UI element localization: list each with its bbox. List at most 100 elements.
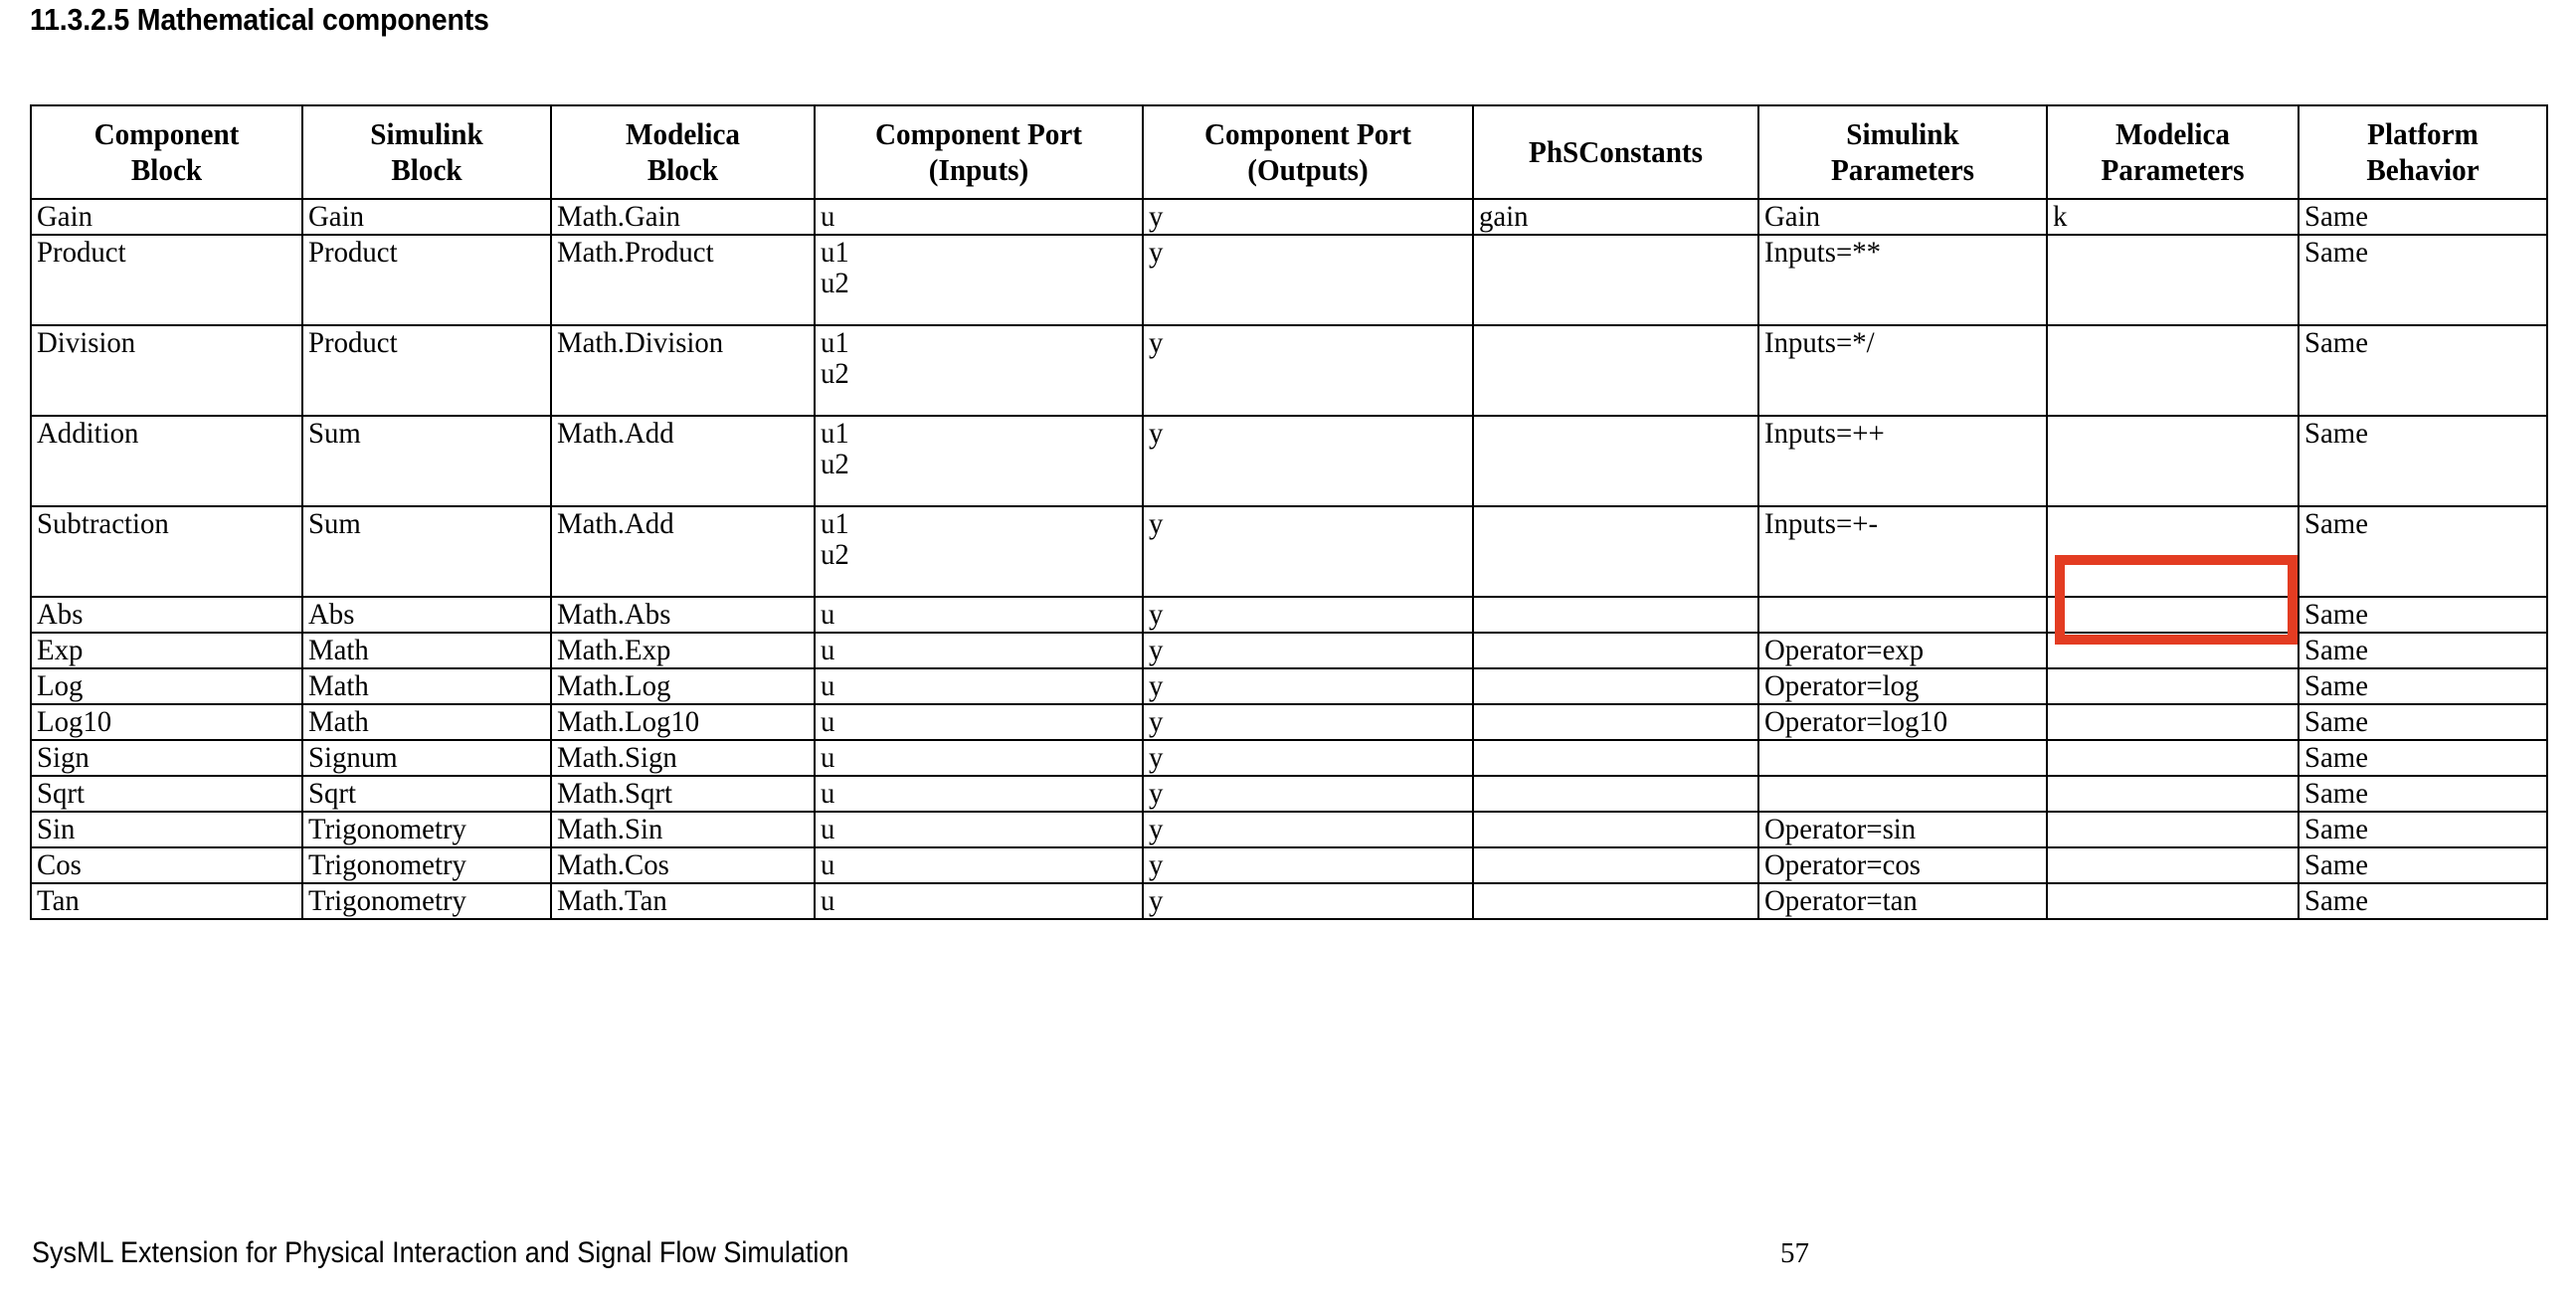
column-header-simulink-block: Simulink Block — [301, 104, 552, 200]
table-cell: y — [1142, 775, 1474, 813]
table-cell-text: Math — [308, 634, 369, 666]
table-cell — [1472, 882, 1759, 920]
table-cell — [1472, 234, 1759, 326]
table-cell: y — [1142, 739, 1474, 777]
table-cell: Same — [2298, 596, 2548, 634]
table-cell-text: y — [1149, 848, 1164, 881]
table-cell — [2046, 811, 2300, 848]
table-cell: u — [814, 667, 1144, 705]
table-cell-text: Log — [37, 669, 84, 702]
table-cell — [2046, 632, 2300, 669]
table-cell-text: Gain — [37, 200, 92, 233]
table-cell: y — [1142, 596, 1474, 634]
table-cell: Same — [2298, 632, 2548, 669]
table-cell: Operator=log — [1757, 667, 2048, 705]
table-cell — [2046, 415, 2300, 507]
table-cell-text: y — [1149, 741, 1164, 774]
column-header-modelica-parameters: Modelica Parameters — [2046, 104, 2300, 200]
footer-page-number: 57 — [1780, 1237, 1809, 1269]
table-cell-text: Product — [308, 236, 398, 269]
table-cell: y — [1142, 415, 1474, 507]
table-cell: u1 u2 — [814, 505, 1144, 598]
table-cell: Inputs=++ — [1757, 415, 2048, 507]
table-cell-text: Same — [2304, 417, 2368, 450]
table-cell-text: Math.Division — [557, 326, 724, 359]
table-cell-text: Sin — [37, 813, 76, 845]
table-cell-text: Abs — [308, 598, 355, 631]
table-cell: Operator=sin — [1757, 811, 2048, 848]
table-cell: Math.Tan — [550, 882, 816, 920]
table-cell-text: Log10 — [37, 705, 112, 738]
table-cell-text: y — [1149, 669, 1164, 702]
table-cell: Cos — [30, 846, 303, 884]
table-cell-text: u — [821, 884, 835, 917]
table-cell — [1472, 596, 1759, 634]
table-cell-text: Subtraction — [37, 507, 169, 540]
table-cell-text: Same — [2304, 200, 2368, 233]
table-cell — [2046, 739, 2300, 777]
table-cell — [1472, 505, 1759, 598]
table-cell — [1472, 811, 1759, 848]
table-cell: Gain — [301, 198, 552, 236]
table-cell: Math — [301, 667, 552, 705]
table-cell-text: Addition — [37, 417, 139, 450]
table-cell: Operator=exp — [1757, 632, 2048, 669]
table-cell: u1 u2 — [814, 234, 1144, 326]
column-header-label: Platform Behavior — [2366, 116, 2480, 187]
table-cell-text: Math.Log10 — [557, 705, 700, 738]
table-cell: Same — [2298, 775, 2548, 813]
page-heading: 11.3.2.5 Mathematical components — [30, 2, 489, 37]
table-cell: Sqrt — [301, 775, 552, 813]
table-cell: Inputs=+- — [1757, 505, 2048, 598]
table-cell: u — [814, 632, 1144, 669]
table-cell: Math — [301, 703, 552, 741]
table-cell: Sqrt — [30, 775, 303, 813]
table-cell — [1472, 415, 1759, 507]
table-cell: Same — [2298, 667, 2548, 705]
table-cell-text: Gain — [308, 200, 364, 233]
table-cell: Product — [301, 324, 552, 417]
table-cell-text: Sqrt — [308, 777, 357, 810]
table-cell-text: Math.Sqrt — [557, 777, 673, 810]
table-cell — [1757, 775, 2048, 813]
table-cell-text: Sum — [308, 507, 361, 540]
table-cell — [1472, 703, 1759, 741]
table-cell: y — [1142, 846, 1474, 884]
table-cell — [2046, 234, 2300, 326]
table-cell: Addition — [30, 415, 303, 507]
table-cell-text: Same — [2304, 326, 2368, 359]
table-cell-text: Math.Gain — [557, 200, 680, 233]
table-cell-text: u — [821, 848, 835, 881]
table-cell-text: k — [2053, 200, 2068, 233]
table-cell-text: Math.Cos — [557, 848, 669, 881]
table-cell-text: u — [821, 669, 835, 702]
table-cell: Trigonometry — [301, 811, 552, 848]
table-cell: Signum — [301, 739, 552, 777]
table-cell: u — [814, 596, 1144, 634]
table-cell: Gain — [1757, 198, 2048, 236]
table-cell: Log — [30, 667, 303, 705]
table-cell-text: Sign — [37, 741, 90, 774]
table-cell: Sign — [30, 739, 303, 777]
table-cell-text: Math.Tan — [557, 884, 667, 917]
table-cell: Tan — [30, 882, 303, 920]
table-cell: Same — [2298, 234, 2548, 326]
table-cell: Inputs=** — [1757, 234, 2048, 326]
table-cell — [2046, 882, 2300, 920]
table-cell: Math.Abs — [550, 596, 816, 634]
table-cell — [2046, 596, 2300, 634]
column-header-modelica-block: Modelica Block — [550, 104, 816, 200]
table-cell: Math.Product — [550, 234, 816, 326]
table-cell-text: Trigonometry — [308, 884, 466, 917]
table-cell — [2046, 505, 2300, 598]
table-cell-text: y — [1149, 813, 1164, 845]
table-cell-text: Math.Exp — [557, 634, 671, 666]
